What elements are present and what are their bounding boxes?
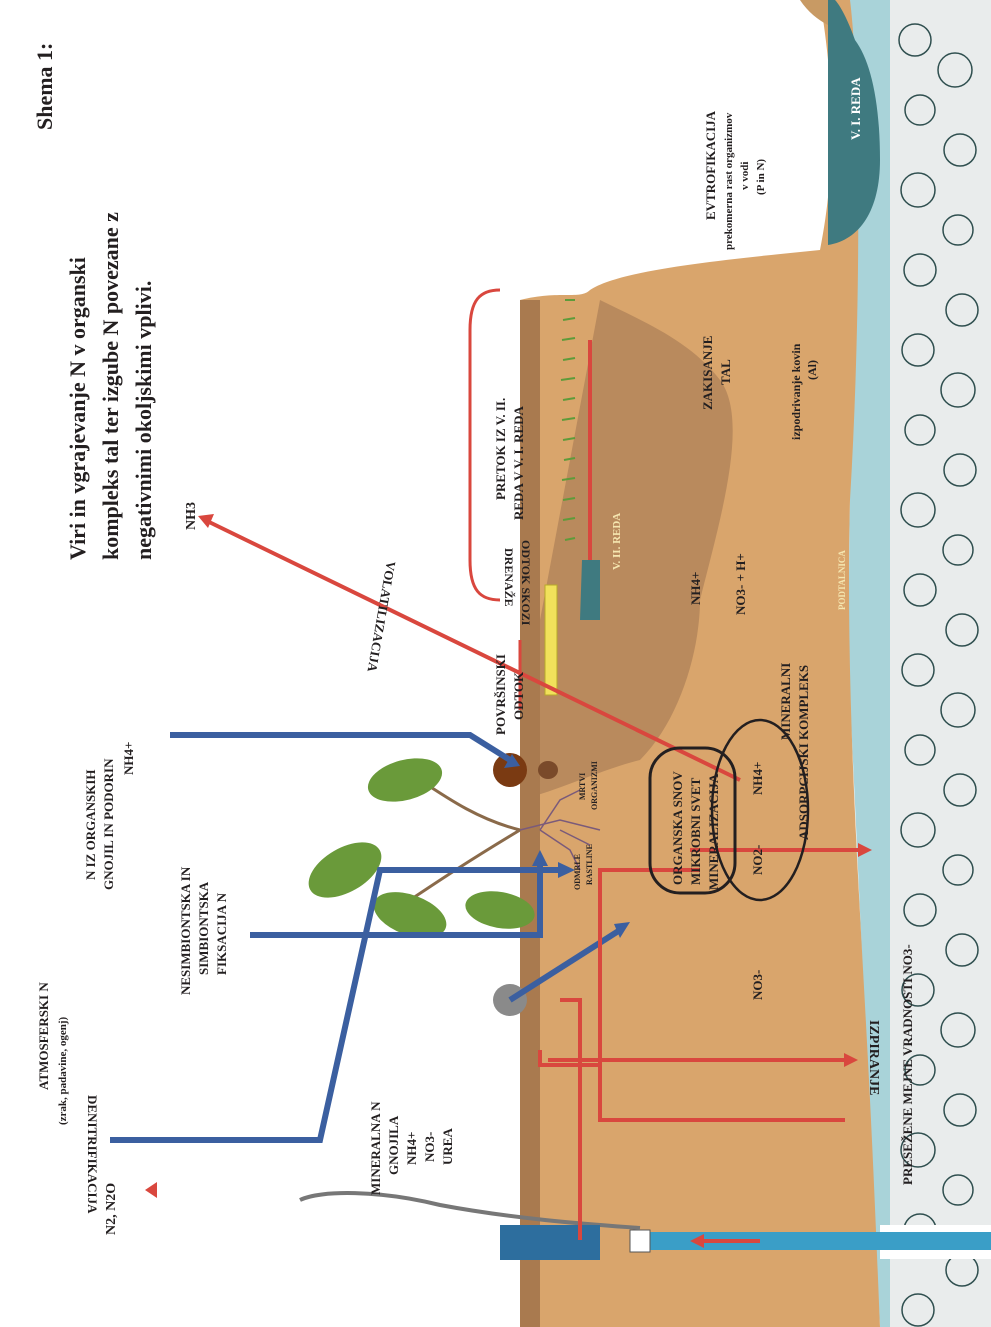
nh3-label: NH3	[184, 502, 199, 530]
organski-line-2: GNOJIL IN PODORIN	[101, 758, 116, 890]
dead-organism-heap	[538, 761, 558, 779]
povrsinski-line-2: ODTOK	[511, 671, 526, 720]
title-line-4: negativnimi okoljskimi vplivi.	[131, 281, 156, 560]
povrsinski-line-1: POVRŠINSKI	[493, 654, 508, 735]
atmosferski-sub: (zrak, padavine, ogenj)	[57, 1017, 69, 1126]
no2-label: NO2-	[750, 845, 765, 875]
n2o-label: N2, N2O	[104, 1183, 119, 1235]
fiksacija-line-1: NESIMBIONTSKA IN	[178, 866, 193, 995]
labels-rotated-cw: DENITRIFIKACIJA VOLATILIZACIJA ODTOK SKO…	[85, 540, 533, 1214]
mineralni-line-2: ADSORPCIJSKI KOMPLEKS	[796, 665, 811, 840]
nh3-label-group: NH3	[184, 502, 199, 530]
zakisanje-line-1: ZAKISANJE	[700, 336, 715, 410]
izpodrivanje-line-2: (Al)	[805, 360, 819, 380]
pretok-line-1: PRETOK IZ V. II.	[493, 398, 508, 500]
atmosferski-label: ATMOSFERSKI N	[36, 982, 51, 1090]
vi-reda-label: V. I. REDA	[848, 77, 863, 140]
organska-line-3: MINERALIZACIJA	[706, 773, 721, 890]
organski-line-3: NH4+	[121, 742, 136, 775]
title-block: Shema 1: Viri in vgrajevanje N v organsk…	[32, 43, 156, 560]
red-arrowhead-n2o	[145, 1182, 157, 1198]
mrtvi-line-1: MRTVI	[578, 773, 587, 800]
pretok-line-2: REDA V V. I. REDA	[511, 405, 526, 520]
mineralni-line-1: MINERALNI	[778, 663, 793, 740]
hill	[800, 0, 828, 25]
vii-reda-label: V. II. REDA	[611, 513, 623, 570]
izpodrivanje-line-1: izpodrivanje kovin	[789, 343, 803, 440]
well-pipe-top	[630, 1230, 650, 1252]
well-pipe-water	[880, 1232, 991, 1250]
odtok-line-2: DRENAŽE	[502, 548, 516, 607]
nh4-acid: NH4+	[688, 572, 703, 605]
mineralna-line-5: UREA	[440, 1128, 455, 1165]
pump-body	[500, 1225, 600, 1260]
odmrli-line-1: ODMRLE	[573, 854, 582, 890]
nh4-complex: NH4+	[750, 762, 765, 795]
evtrofikacija-line-2: prekomerna rast organizmov	[723, 112, 735, 250]
no3-label: NO3-	[750, 970, 765, 1000]
organska-line-1: ORGANSKA SNOV	[670, 771, 685, 885]
mineralna-line-1: MINERALNA N	[368, 1101, 383, 1195]
mineralna-line-2: GNOJILA	[386, 1115, 401, 1175]
fiksacija-line-2: SIMBIONTSKA	[196, 881, 211, 975]
no3-h-label: NO3- + H+	[733, 553, 748, 615]
title-line-2: Viri in vgrajevanje N v organski	[65, 257, 90, 560]
evtrofikacija-line-4: (P in N)	[755, 159, 767, 195]
odtok-line-1: ODTOK SKOZI	[519, 540, 533, 626]
podtalnica-label: PODTALNICA	[837, 550, 847, 610]
well-pipe-upper	[650, 1232, 880, 1250]
presezene-label: PRESEŽENE MEJNE VRADNOSTI NO3-	[900, 944, 915, 1185]
title-line-3: kompleks tal ter izgube N povezane z	[98, 212, 123, 560]
denitrifikacija-label: DENITRIFIKACIJA	[85, 1095, 100, 1214]
organski-line-1: N IZ ORGANSKIH	[83, 769, 98, 880]
izpiranje-label: IZPIRANJE	[866, 1020, 881, 1095]
fiksacija-line-3: FIKSACIJA N	[214, 892, 229, 975]
mineralna-line-3: NH4+	[404, 1132, 419, 1165]
zakisanje-line-2: TAL	[718, 359, 733, 385]
mineralna-line-4: NO3-	[422, 1132, 437, 1162]
river-second-order	[580, 560, 600, 620]
title-line-1: Shema 1:	[32, 43, 57, 130]
drainage-pipe	[545, 585, 557, 695]
mrtvi-line-2: ORGANIZMI	[590, 761, 599, 810]
volatilizacija-label: VOLATILIZACIJA	[364, 560, 398, 674]
odmrli-line-2: RASTLINE	[585, 844, 594, 885]
evtrofikacija-line-1: EVTROFIKACIJA	[703, 110, 718, 220]
organska-line-2: MIKROBNI SVET	[688, 777, 703, 885]
evtrofikacija-line-3: v vodi	[739, 162, 751, 190]
